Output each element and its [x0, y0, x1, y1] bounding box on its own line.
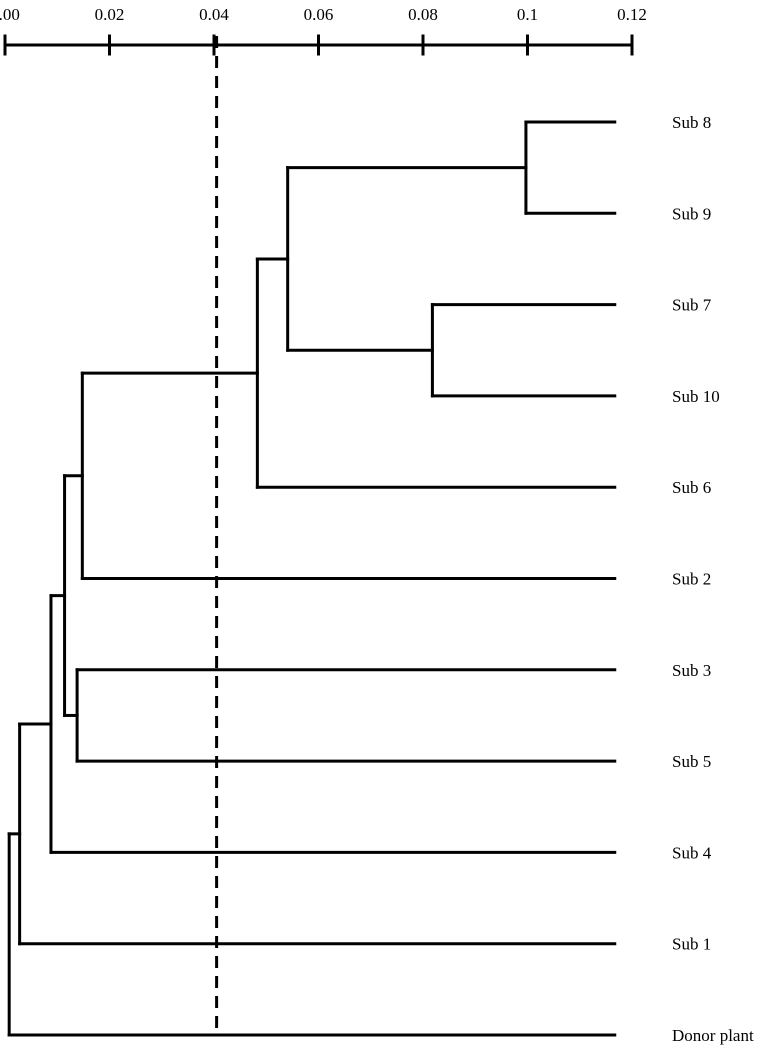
leaf-label-sub-3: Sub 3	[672, 661, 711, 680]
leaf-label-sub-1: Sub 1	[672, 935, 711, 954]
tick-label: 0.08	[408, 5, 438, 24]
tick-label: 0.02	[95, 5, 125, 24]
leaf-label-sub-8: Sub 8	[672, 113, 711, 132]
tick-label: 0.04	[199, 5, 229, 24]
leaf-label-sub-2: Sub 2	[672, 570, 711, 589]
leaf-label-sub-6: Sub 6	[672, 478, 711, 497]
leaf-label-sub-10: Sub 10	[672, 387, 720, 406]
tick-label: 0.06	[304, 5, 334, 24]
leaf-label-donor-plant: Donor plant	[672, 1026, 754, 1045]
tick-label: 0.12	[617, 5, 647, 24]
leaf-label-sub-9: Sub 9	[672, 204, 711, 223]
leaf-label-sub-4: Sub 4	[672, 843, 712, 862]
leaf-labels: Sub 8 Sub 9 Sub 7 Sub 10 Sub 6 Sub 2 Sub 3 Sub …	[672, 113, 754, 1045]
leaf-label-sub-7: Sub 7	[672, 296, 712, 315]
tick-label: 0.1	[517, 5, 538, 24]
distance-axis: 0.00 0.02 0.04 0.06 0.08 0.1 0.12	[0, 5, 647, 56]
leaf-label-sub-5: Sub 5	[672, 752, 711, 771]
tick-label: 0.00	[0, 5, 20, 24]
dendrogram-branches	[7, 120, 617, 1037]
